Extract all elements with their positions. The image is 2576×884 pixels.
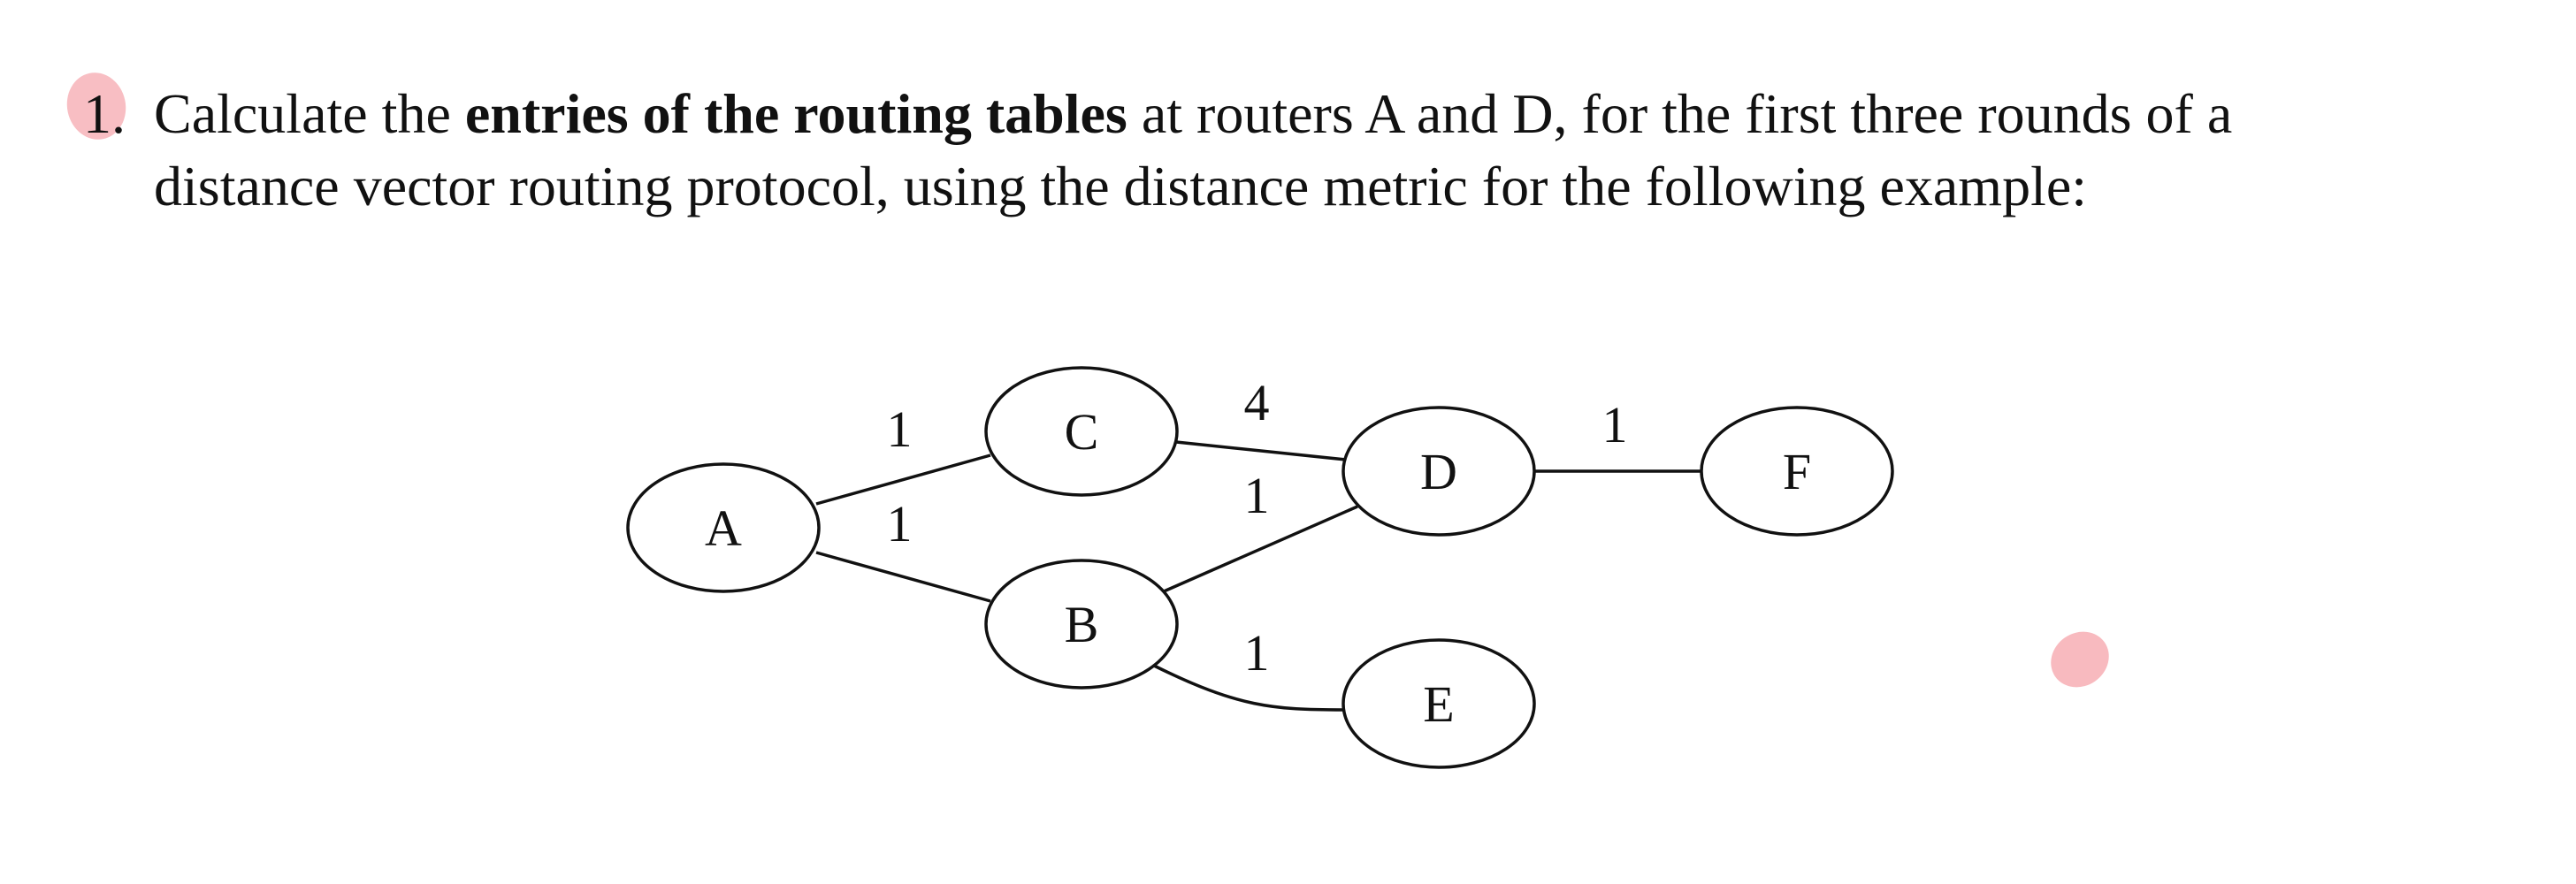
node-d: D	[1342, 406, 1536, 537]
edge-weight-a-b: 1	[887, 495, 913, 552]
question-text-post: at routers A and D, for the first three …	[1127, 82, 2233, 145]
edge-weight-b-e: 1	[1244, 624, 1270, 682]
question-text-pre: Calculate the	[154, 82, 465, 145]
edge-c-d	[1175, 440, 1347, 461]
edge-weight-b-d: 1	[1244, 467, 1270, 524]
node-c-label: C	[1065, 403, 1099, 461]
node-f: F	[1700, 406, 1894, 537]
question-text: Calculate the entries of the routing tab…	[154, 78, 2568, 223]
question-line-2: distance vector routing protocol, using …	[154, 155, 2088, 217]
edge-weight-d-f: 1	[1602, 396, 1628, 453]
node-e-label: E	[1423, 675, 1454, 733]
edges-layer	[815, 440, 1701, 712]
node-a-label: A	[705, 499, 742, 557]
node-e: E	[1342, 638, 1536, 769]
question-text-bold: entries of the routing tables	[464, 82, 1127, 145]
node-a: A	[626, 462, 821, 593]
node-f-ellipse	[1700, 406, 1894, 537]
weights-layer: 1 1 4 1 1 1	[887, 374, 1628, 682]
edge-weight-c-d: 4	[1244, 374, 1270, 431]
node-c: C	[984, 366, 1179, 497]
node-b-ellipse	[984, 559, 1179, 690]
node-a-ellipse	[626, 462, 821, 593]
node-d-ellipse	[1342, 406, 1536, 537]
edge-a-c	[815, 453, 991, 506]
node-d-label: D	[1420, 443, 1457, 500]
nodes-layer: A B C D E F	[626, 366, 1894, 769]
edge-b-e	[1153, 664, 1344, 712]
node-b-label: B	[1065, 596, 1099, 653]
node-f-label: F	[1783, 443, 1811, 500]
node-b: B	[984, 559, 1179, 690]
question-number: 1.	[83, 82, 126, 145]
edge-b-d	[1163, 505, 1358, 593]
node-c-ellipse	[984, 366, 1179, 497]
question-line-1: Calculate the entries of the routing tab…	[154, 78, 2568, 150]
edge-a-b	[815, 551, 991, 603]
node-e-ellipse	[1342, 638, 1536, 769]
question-block: 1. Calculate the entries of the routing …	[0, 0, 2576, 230]
edge-weight-a-c: 1	[887, 400, 913, 458]
